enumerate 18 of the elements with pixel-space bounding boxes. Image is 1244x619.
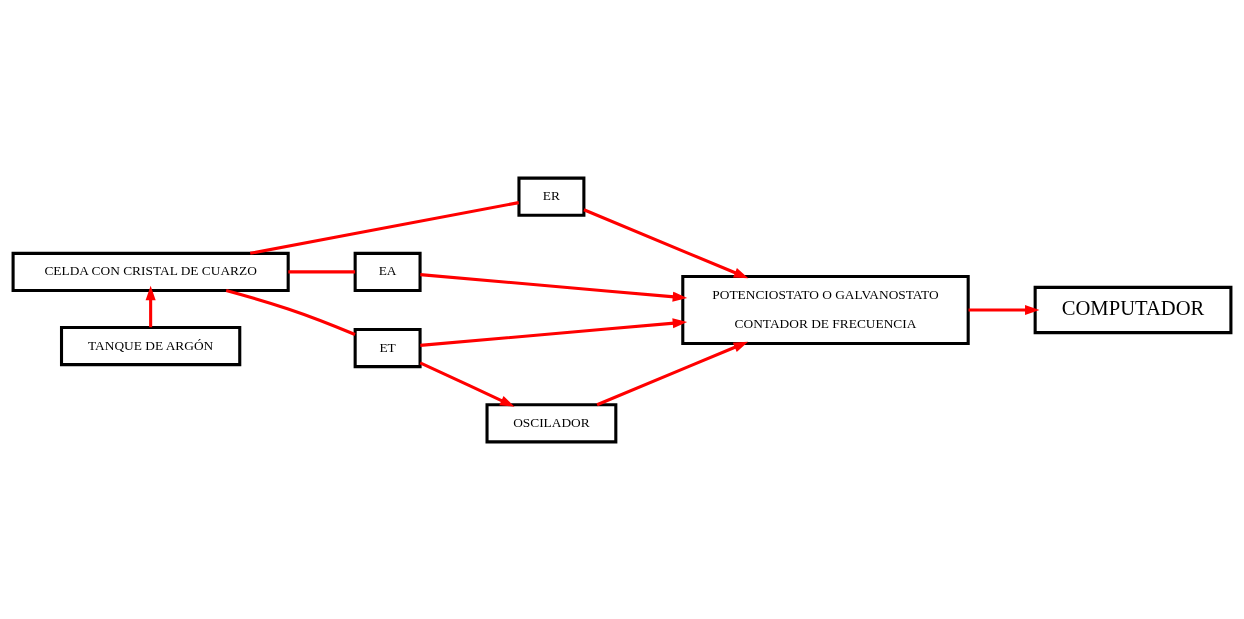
connector bbox=[249, 200, 520, 255]
node-box: COMPUTADOR bbox=[1033, 285, 1233, 334]
node-box: EA bbox=[353, 251, 422, 292]
arrow bbox=[419, 360, 515, 407]
arrow bbox=[145, 285, 156, 327]
node-box: POTENCIOSTATO O GALVANOSTATO CONTADOR DE FRECUENCIA bbox=[681, 274, 970, 345]
node-box: ER bbox=[517, 176, 586, 217]
connector bbox=[288, 269, 356, 273]
node-box: ET bbox=[353, 327, 422, 368]
node-box: CELDA CON CRISTAL DE CUARZO bbox=[11, 251, 290, 292]
arrow bbox=[583, 207, 749, 278]
connector bbox=[225, 288, 356, 336]
node-box: TANQUE DE ARGÓN bbox=[59, 325, 242, 366]
arrow bbox=[420, 317, 688, 347]
arrow bbox=[420, 272, 688, 302]
arrow bbox=[968, 304, 1040, 315]
arrow bbox=[596, 341, 749, 406]
node-box: OSCILADOR bbox=[485, 402, 618, 443]
